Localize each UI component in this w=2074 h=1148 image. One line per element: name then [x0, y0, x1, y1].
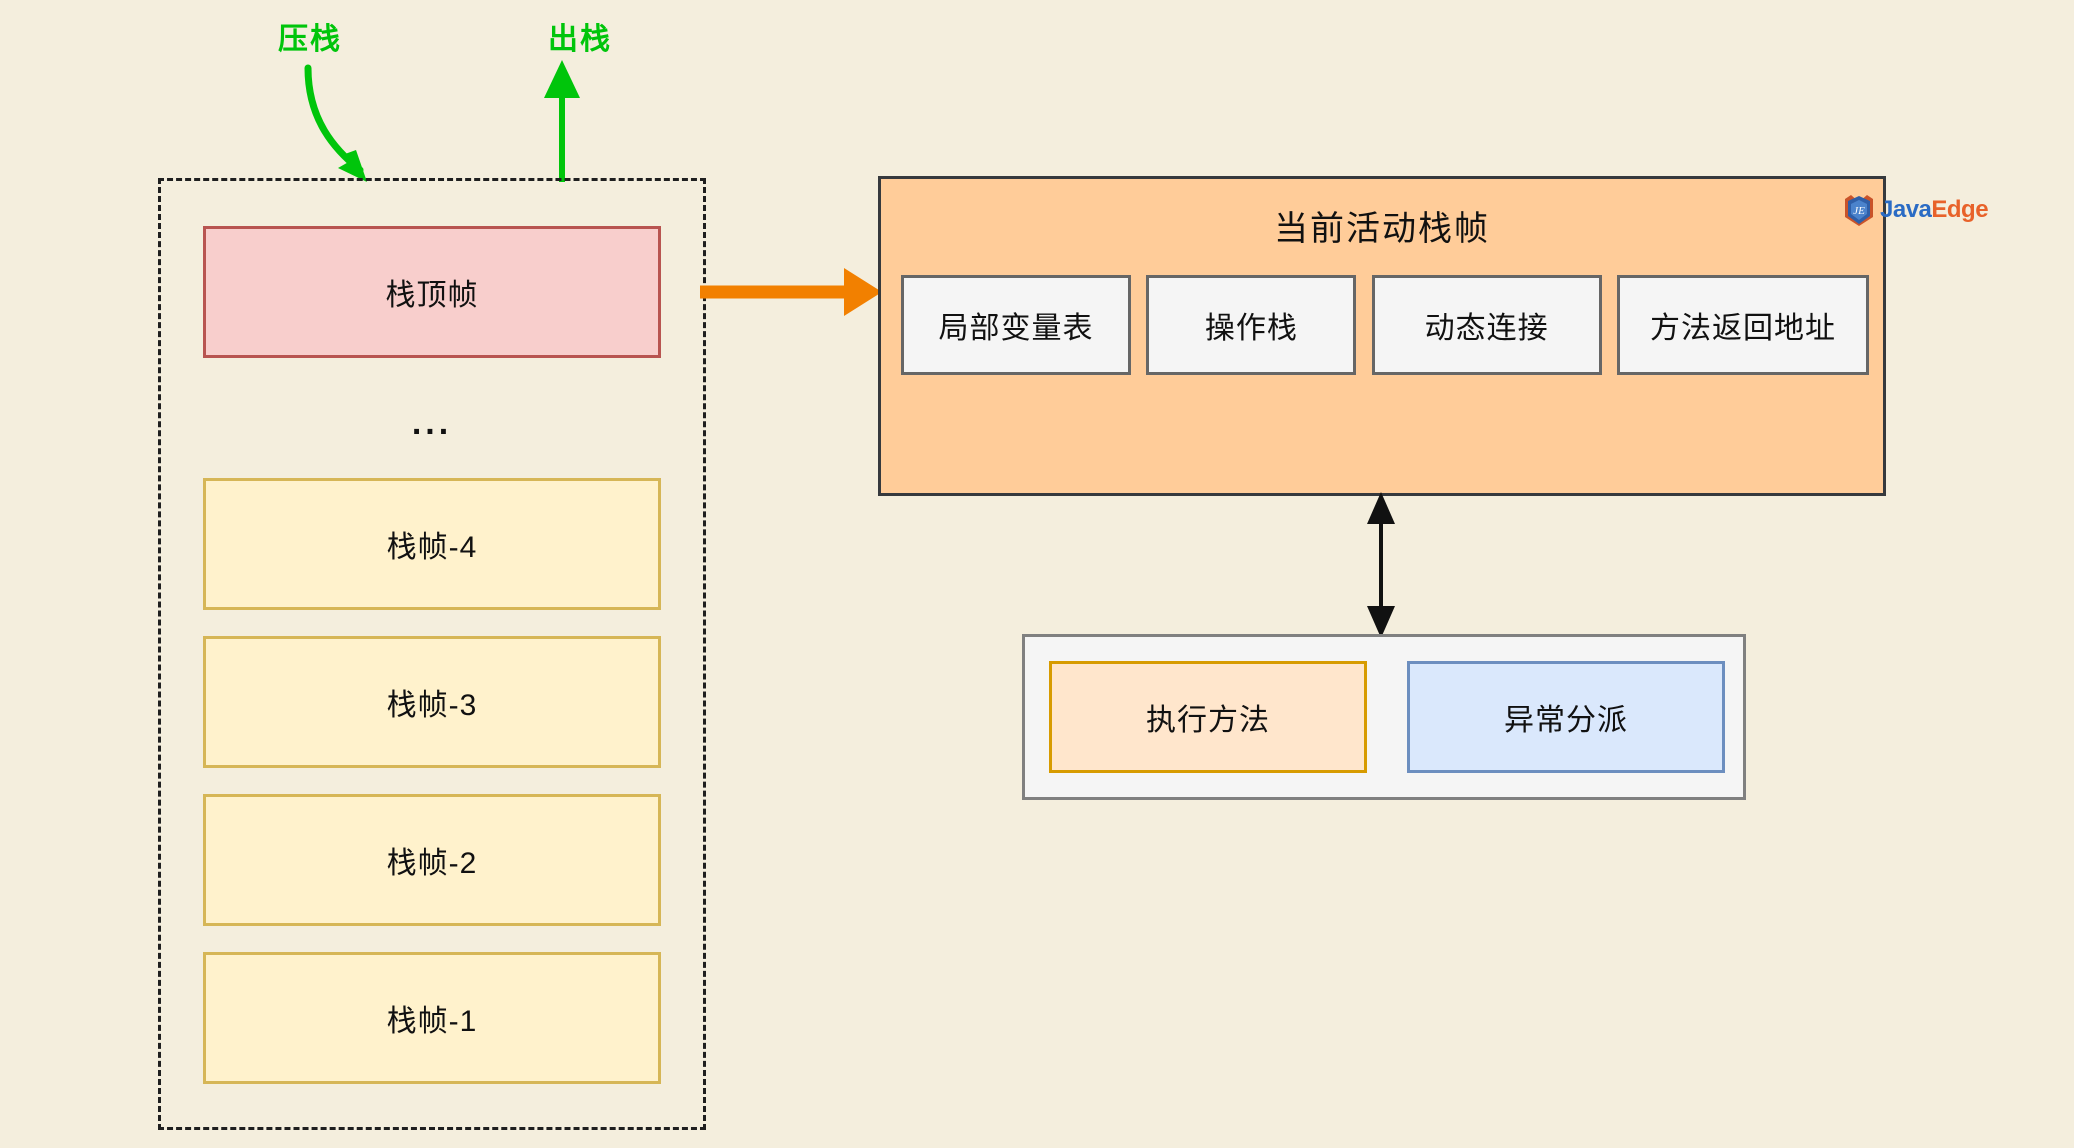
component-dynamic-linking[interactable]: 动态连接: [1371, 275, 1602, 375]
responsibility-exception-dispatch[interactable]: 异常分派: [1407, 661, 1725, 773]
logo-text-edge: Edge: [1931, 196, 1989, 223]
frame-responsibilities-panel: 执行方法 异常分派: [1022, 634, 1746, 800]
svg-text:JE: JE: [1853, 205, 1865, 217]
logo-text-java: Java: [1880, 196, 1932, 223]
component-local-variable-table[interactable]: 局部变量表: [901, 275, 1131, 375]
active-stack-frame-panel: 当前活动栈帧 局部变量表 操作栈 动态连接 方法返回地址: [878, 176, 1886, 496]
component-method-return-address[interactable]: 方法返回地址: [1616, 275, 1869, 375]
stack-frame-2[interactable]: 栈帧-2: [203, 794, 661, 926]
pop-arrow-icon: [544, 60, 580, 182]
active-frame-components-row: 局部变量表 操作栈 动态连接 方法返回地址: [901, 275, 1869, 375]
active-frame-title: 当前活动栈帧: [1274, 210, 1490, 248]
stack-frame-4[interactable]: 栈帧-4: [203, 478, 661, 610]
push-label: 压栈: [278, 23, 342, 56]
frame-responsibilities-row: 执行方法 异常分派: [1049, 661, 1725, 773]
stack-frame-3[interactable]: 栈帧-3: [203, 636, 661, 768]
thread-stack-container: [158, 178, 706, 1130]
stack-frame-1[interactable]: 栈帧-1: [203, 952, 661, 1084]
push-arrow-icon: [304, 64, 367, 182]
javaedge-logo-icon: JE: [1845, 195, 1873, 226]
responsibility-execute-method[interactable]: 执行方法: [1049, 661, 1367, 773]
javaedge-watermark: JE JavaEdge: [1842, 190, 1989, 230]
stack-ellipsis: ...: [411, 404, 453, 442]
stack-frame-top[interactable]: 栈顶帧: [203, 226, 661, 358]
component-operand-stack[interactable]: 操作栈: [1146, 275, 1357, 375]
pop-label: 出栈: [548, 23, 612, 56]
stack-to-active-frame-arrow-icon: [700, 268, 882, 316]
push-pop-arrows-group: [304, 60, 580, 182]
active-frame-to-bottom-double-arrow-icon: [1367, 492, 1395, 638]
